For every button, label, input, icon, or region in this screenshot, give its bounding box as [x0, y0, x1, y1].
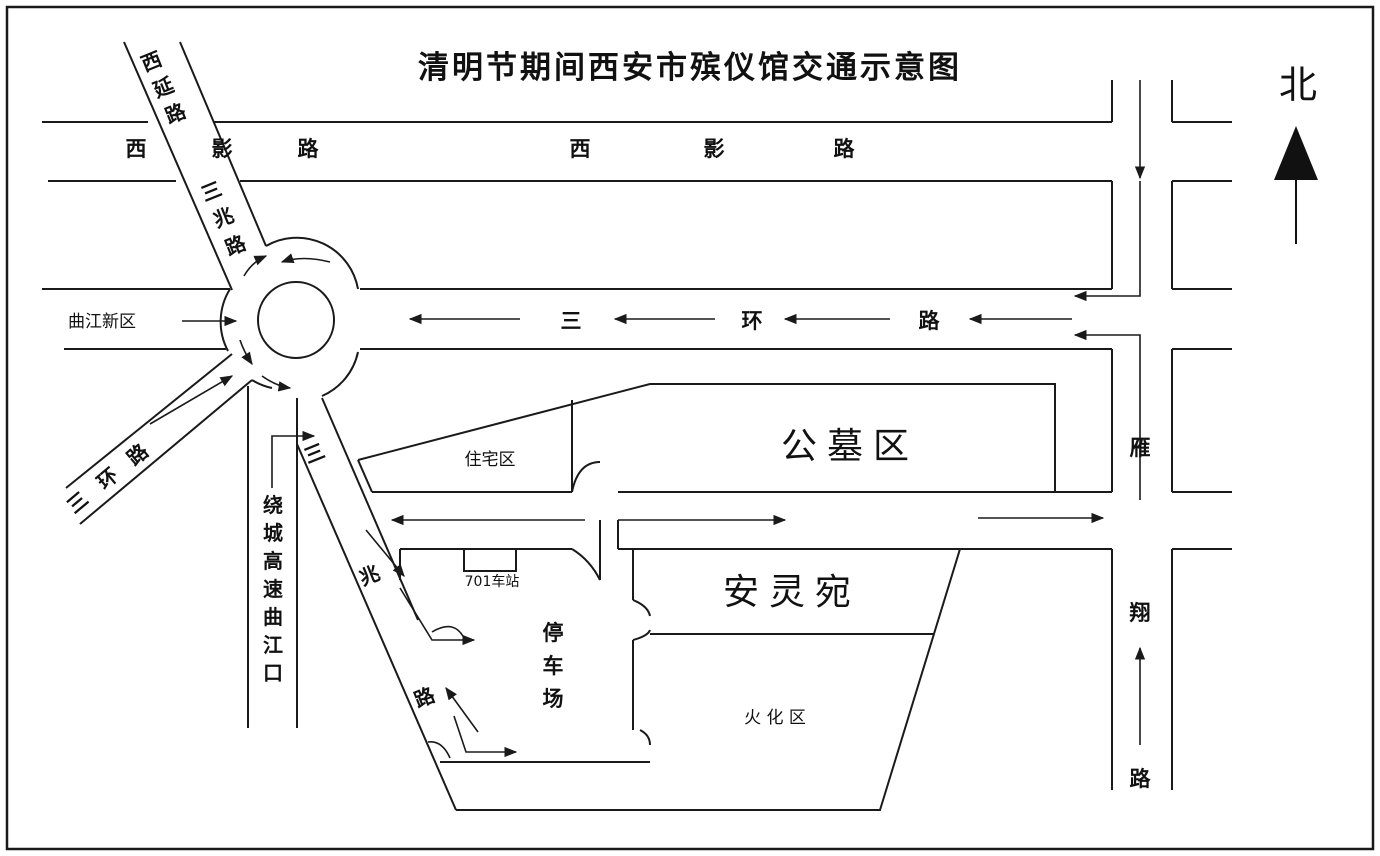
north-arrow-icon: 北: [1274, 63, 1318, 244]
svg-text:雁: 雁: [1130, 436, 1151, 460]
svg-text:车: 车: [543, 654, 564, 678]
svg-text:环: 环: [92, 463, 123, 494]
road-label-xiyan: 西 延 路: [138, 47, 190, 129]
svg-text:路: 路: [162, 98, 190, 128]
svg-text:口: 口: [263, 661, 283, 685]
direction-arrows: [149, 80, 1146, 759]
place-label-crematorium: 火 化 区: [744, 708, 806, 728]
svg-text:停: 停: [543, 621, 564, 645]
place-label-anlingyuan: 安灵宛: [723, 572, 861, 613]
svg-text:三: 三: [198, 177, 226, 207]
road-label-xiying-1: 西 影 路: [126, 137, 320, 161]
svg-text:城: 城: [263, 521, 283, 545]
place-label-residential: 住宅区: [465, 450, 516, 470]
map-frame: [5, 5, 1375, 851]
svg-text:路: 路: [919, 309, 941, 333]
svg-text:速: 速: [263, 577, 283, 601]
svg-text:西: 西: [126, 137, 147, 161]
svg-text:三: 三: [561, 309, 582, 333]
road-label-yanxiang: 雁 翔 路: [1130, 436, 1152, 791]
road-label-sanhuan-left: 三 环 路: [62, 438, 154, 518]
svg-text:兆: 兆: [210, 203, 238, 233]
place-label-bus-stop: 701车站: [465, 573, 520, 590]
svg-text:三: 三: [62, 487, 93, 518]
road-network: [42, 41, 1232, 811]
svg-text:西: 西: [138, 47, 166, 77]
svg-text:影: 影: [212, 137, 233, 161]
svg-text:翔: 翔: [1130, 601, 1151, 625]
place-label-qujiang: 曲江新区: [68, 312, 136, 332]
site-blocks: [357, 383, 1112, 811]
svg-text:曲: 曲: [263, 605, 283, 629]
road-label-xiying-2: 西 影 路: [570, 137, 856, 161]
svg-text:路: 路: [1130, 767, 1152, 791]
svg-text:场: 场: [543, 687, 564, 711]
road-label-sanhuan-right: 三 环 路: [561, 309, 941, 333]
svg-text:路: 路: [411, 682, 439, 712]
svg-text:影: 影: [704, 137, 725, 161]
svg-text:环: 环: [742, 309, 763, 333]
svg-text:路: 路: [298, 137, 320, 161]
svg-text:高: 高: [263, 549, 283, 573]
svg-text:绕: 绕: [263, 493, 283, 517]
road-label-sanzhao-lower: 三 兆 路: [301, 439, 439, 713]
north-label: 北: [1279, 63, 1317, 107]
svg-text:路: 路: [222, 230, 250, 260]
svg-text:路: 路: [834, 137, 856, 161]
bus-stop-box: [463, 548, 517, 572]
road-label-raocheng: 绕 城 高 速 曲 江 口: [263, 493, 283, 685]
map-title: 清明节期间西安市殡仪馆交通示意图: [418, 50, 962, 86]
svg-text:西: 西: [570, 137, 591, 161]
place-label-cemetery: 公墓区: [781, 426, 919, 467]
svg-text:江: 江: [263, 633, 283, 657]
svg-text:延: 延: [149, 72, 178, 102]
place-label-parking: 停 车 场: [543, 621, 564, 711]
